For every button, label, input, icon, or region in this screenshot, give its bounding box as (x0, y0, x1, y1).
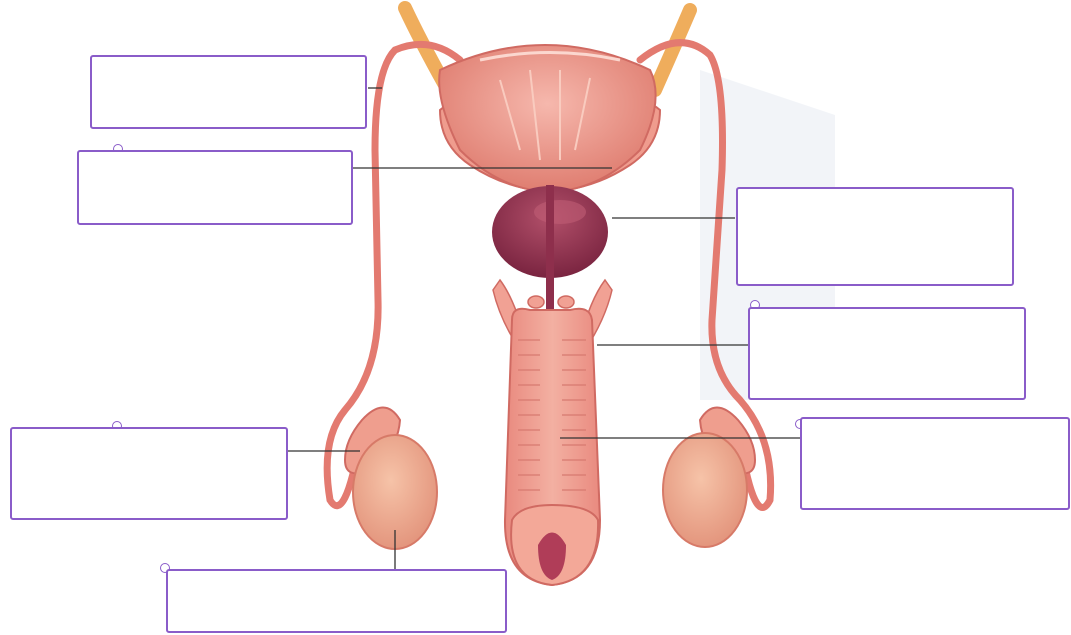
label-box-7[interactable] (166, 569, 507, 633)
label-box-6[interactable] (10, 427, 288, 520)
penis (505, 309, 600, 585)
left-testis (345, 408, 437, 550)
label-box-5[interactable] (800, 417, 1070, 510)
label-box-1[interactable] (90, 55, 367, 129)
label-box-4[interactable] (748, 307, 1026, 400)
label-box-3[interactable] (736, 187, 1014, 286)
right-testis (663, 408, 755, 548)
label-box-2[interactable] (77, 150, 353, 225)
